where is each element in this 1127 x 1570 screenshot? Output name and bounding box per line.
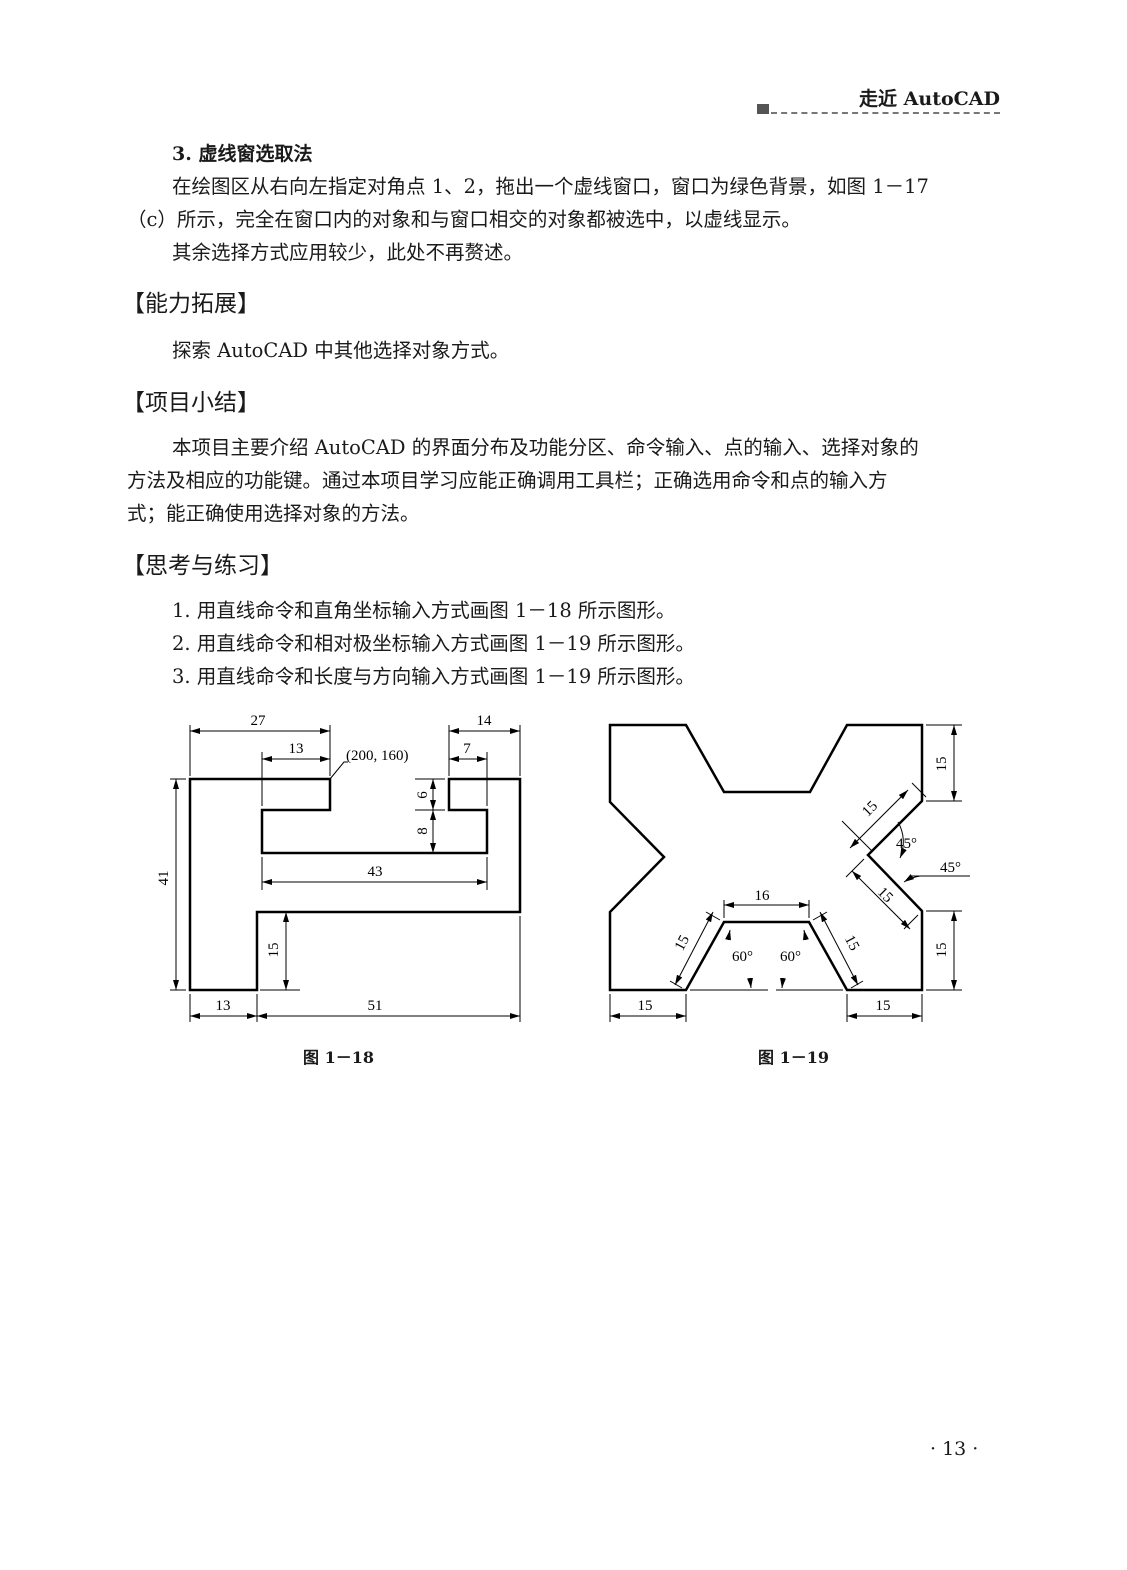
figure18-outline bbox=[188, 777, 522, 992]
f19-dim-angle-right: 45° bbox=[940, 860, 961, 876]
summary-line1: 本项目主要介绍 AutoCAD 的界面分布及功能分区、命令输入、点的输入、选择对… bbox=[172, 436, 919, 459]
f18-dim-bottom-width: 51 bbox=[368, 998, 383, 1014]
f18-dim-top-width: 27 bbox=[251, 713, 267, 729]
f18-dim-slot-width: 43 bbox=[368, 864, 383, 880]
header-rule bbox=[757, 104, 1000, 114]
f19-dim-slant-right: 15 bbox=[874, 884, 896, 906]
summary-line3: 式；能正确使用选择对象的方法。 bbox=[127, 502, 420, 525]
f19-dim-angle-inner-right: 60° bbox=[780, 949, 801, 965]
f18-point-label: (200, 160) bbox=[346, 748, 409, 764]
summary-line2: 方法及相应的功能键。通过本项目学习应能正确调用工具栏；正确选用命令和点的输入方 bbox=[127, 469, 888, 492]
figure18-drawing: 27 13 (200, 160) 14 7 6 8 43 41 15 13 51 bbox=[156, 713, 522, 1022]
f18-dim-notch-depth: 6 bbox=[415, 791, 431, 799]
f19-dim-notch-top: 16 bbox=[755, 888, 771, 904]
f19-dim-angle-left: 60° bbox=[732, 949, 753, 965]
f18-dim-leg-height: 15 bbox=[266, 943, 282, 958]
f18-dim-leg-width: 13 bbox=[216, 998, 231, 1014]
exercise-item-3: 3. 用直线命令和长度与方向输入方式画图 1－19 所示图形。 bbox=[172, 665, 695, 688]
method3-line1: 在绘图区从右向左指定对角点 1、2，拖出一个虚线窗口，窗口为绿色背景，如图 1－… bbox=[172, 175, 929, 198]
f19-dim-right-bottom: 15 bbox=[934, 943, 950, 958]
method3-line2: （c）所示，完全在窗口内的对象和与窗口相交的对象都被选中，以虚线显示。 bbox=[127, 208, 801, 231]
f18-dim-inner-top: 13 bbox=[289, 741, 304, 757]
f18-dim-slot-height: 8 bbox=[415, 827, 431, 835]
method3-line3: 其余选择方式应用较少，此处不再赘述。 bbox=[172, 241, 524, 264]
running-title: 走近 AutoCAD bbox=[859, 88, 1000, 110]
header-rule-dashes bbox=[771, 112, 1000, 114]
f19-dim-right-top: 15 bbox=[934, 757, 950, 772]
f19-dim-angle-upper: 45° bbox=[896, 836, 917, 852]
figure19-caption: 图 1－19 bbox=[758, 1048, 829, 1067]
f18-dim-right-inner: 7 bbox=[463, 741, 471, 757]
f19-dim-slant-upper: 15 bbox=[859, 798, 881, 820]
f18-dim-height: 41 bbox=[156, 871, 172, 886]
header-rule-block bbox=[757, 104, 769, 114]
ability-heading: 【能力拓展】 bbox=[122, 291, 260, 317]
f19-dim-slant-inner-right: 15 bbox=[841, 933, 862, 954]
page-number: · 13 · bbox=[930, 1438, 979, 1460]
ability-text: 探索 AutoCAD 中其他选择对象方式。 bbox=[172, 339, 510, 362]
summary-heading: 【项目小结】 bbox=[122, 390, 260, 416]
figure19-outline bbox=[608, 723, 924, 992]
f18-dim-right-top: 14 bbox=[477, 713, 493, 729]
method3-heading: 3. 虚线窗选取法 bbox=[172, 143, 313, 165]
exercises-heading: 【思考与练习】 bbox=[122, 553, 283, 579]
figure19-drawing: 15 15 45° 45° 15 16 15 15 60° 60° 15 15 … bbox=[608, 723, 970, 1022]
f19-dim-bottom-left: 15 bbox=[638, 998, 653, 1014]
exercise-item-1: 1. 用直线命令和直角坐标输入方式画图 1－18 所示图形。 bbox=[172, 599, 676, 622]
exercise-item-2: 2. 用直线命令和相对极坐标输入方式画图 1－19 所示图形。 bbox=[172, 632, 695, 655]
figure18-caption: 图 1－18 bbox=[303, 1048, 374, 1067]
f19-dim-slant-left: 15 bbox=[672, 933, 693, 954]
f19-dim-bottom-right: 15 bbox=[876, 998, 891, 1014]
